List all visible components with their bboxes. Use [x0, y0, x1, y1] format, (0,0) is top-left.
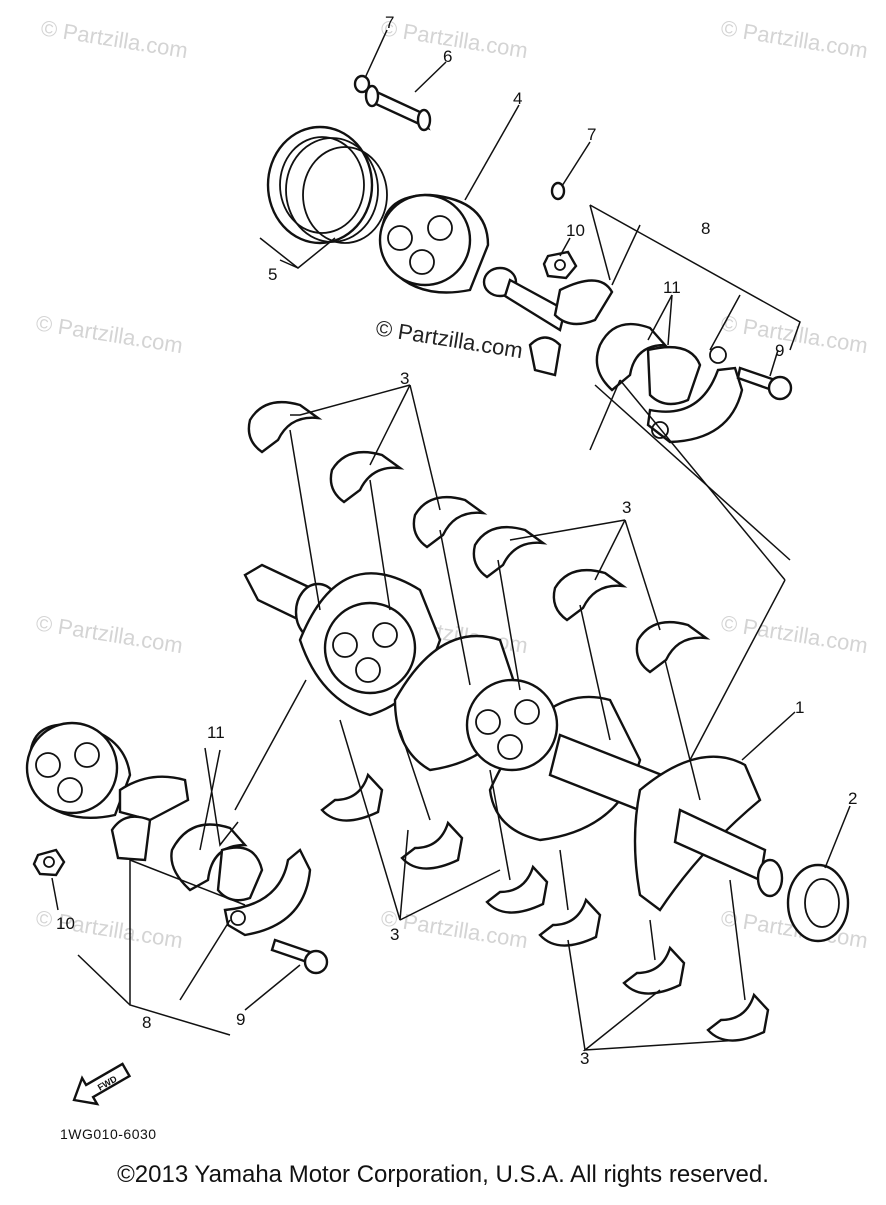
callout-4: 4	[513, 89, 522, 108]
callout-8-lower: 8	[142, 1013, 151, 1032]
piston-lower-left	[25, 721, 132, 820]
crankshaft	[243, 563, 784, 912]
callout-3-upper-left: 3	[400, 369, 409, 388]
oil-seal	[786, 863, 850, 943]
callout-11-lower: 11	[207, 723, 225, 742]
callout-9-upper: 9	[775, 341, 784, 360]
callout-3-upper-right: 3	[622, 498, 631, 517]
watermark: © Partzilla.com	[719, 310, 869, 358]
callout-10-lower: 10	[56, 914, 75, 933]
watermark: © Partzilla.com	[379, 15, 529, 63]
piston-top	[378, 193, 490, 294]
callout-10-upper: 10	[566, 221, 585, 240]
piston-ring-set	[266, 125, 388, 245]
callout-labels: 7 6 4 7 10 8 5 11 9 3 3 1 11 2 10 3 8 9 …	[56, 13, 857, 1068]
callout-6: 6	[443, 47, 452, 66]
circlip-lower	[550, 181, 566, 201]
nut-upper	[542, 250, 578, 280]
callout-1: 1	[795, 698, 804, 717]
rod-cap-lower	[223, 848, 312, 937]
watermark: © Partzilla.com	[719, 15, 869, 63]
watermark: © Partzilla.com	[719, 610, 869, 658]
callout-3-lower-right: 3	[580, 1049, 589, 1068]
big-end-bearing-lower	[170, 823, 264, 902]
callout-9-lower: 9	[236, 1010, 245, 1029]
fwd-arrow-icon: FWD	[72, 1062, 132, 1106]
bolt-lower	[270, 938, 329, 975]
bolt-upper	[736, 366, 793, 401]
connecting-rod-upper	[482, 266, 614, 377]
watermark: © Partzilla.com	[34, 310, 184, 358]
callout-7-lower: 7	[587, 125, 596, 144]
piston-pin	[364, 84, 432, 132]
callout-11-upper: 11	[663, 278, 681, 297]
nut-lower	[32, 848, 66, 877]
callout-2: 2	[848, 789, 857, 808]
leader-lines	[51, 29, 851, 1052]
circlip-upper	[353, 74, 371, 94]
callout-5: 5	[268, 265, 277, 284]
callout-3-lower-left: 3	[390, 925, 399, 944]
connecting-rod-lower	[110, 775, 190, 862]
rod-cap-upper	[646, 346, 744, 444]
watermark: © Partzilla.com	[39, 15, 189, 63]
big-end-bearing-upper	[595, 322, 702, 406]
center-watermark: © Partzilla.com	[374, 315, 524, 363]
main-bearings-upper	[247, 400, 711, 674]
watermark: © Partzilla.com	[34, 610, 184, 658]
main-bearings-lower	[320, 772, 770, 1042]
callout-7-upper: 7	[385, 13, 394, 32]
copyright-notice: ©2013 Yamaha Motor Corporation, U.S.A. A…	[117, 1161, 769, 1188]
crank-pistons	[323, 601, 559, 772]
diagram-code: 1WG010-6030	[60, 1126, 157, 1142]
callout-8-upper: 8	[701, 219, 710, 238]
